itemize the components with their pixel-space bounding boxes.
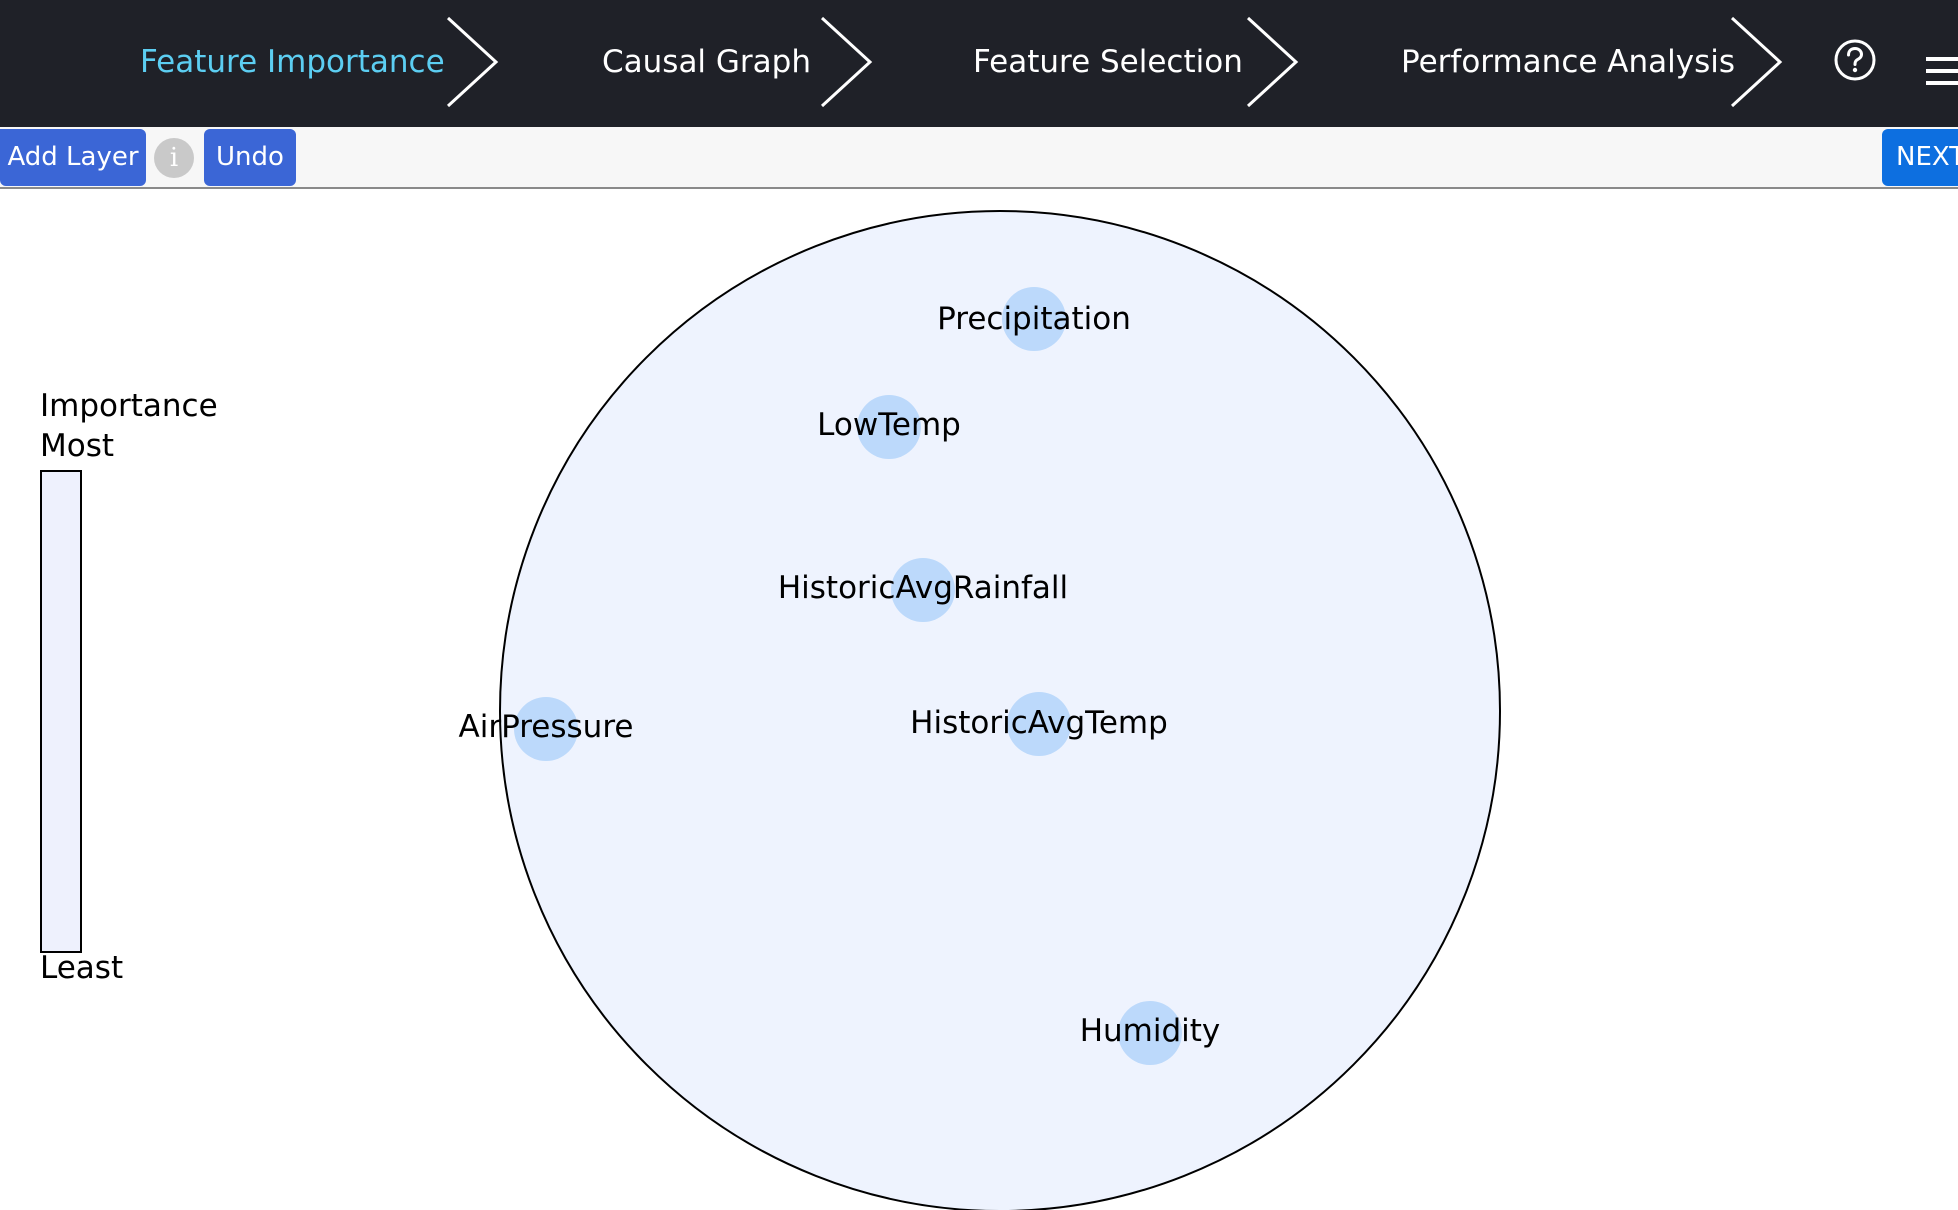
toolbar: Add Layer i Undo NEXT — [0, 127, 1958, 189]
node-label: HistoricAvgTemp — [910, 705, 1168, 741]
node-label: LowTemp — [817, 407, 961, 443]
feature-importance-canvas: Precipitation LowTemp HistoricAvgRainfal… — [459, 210, 1501, 1210]
node-label: Precipitation — [937, 301, 1131, 337]
step-feature-selection[interactable]: Feature Selection — [973, 44, 1243, 80]
node-marker[interactable] — [857, 395, 921, 459]
top-navigation-bar: Feature Importance Causal Graph Feature … — [0, 0, 1958, 127]
next-button[interactable]: NEXT — [1882, 129, 1958, 186]
chevron-right-icon — [1246, 16, 1299, 108]
undo-button[interactable]: Undo — [204, 129, 296, 186]
step-causal-graph[interactable]: Causal Graph — [602, 44, 811, 80]
step-feature-importance[interactable]: Feature Importance — [140, 44, 445, 80]
importance-circle — [499, 210, 1501, 1210]
feature-node[interactable]: HistoricAvgRainfall — [778, 558, 1068, 622]
node-label: AirPressure — [459, 709, 634, 745]
node-marker[interactable] — [891, 558, 955, 622]
feature-node[interactable]: AirPressure — [459, 697, 634, 761]
legend-most-label: Most — [40, 428, 115, 464]
node-marker[interactable] — [1002, 287, 1066, 351]
node-marker[interactable] — [514, 697, 578, 761]
hamburger-menu-icon[interactable] — [1926, 54, 1958, 88]
chevron-right-icon — [446, 16, 499, 108]
legend-least-label: Least — [40, 950, 124, 986]
node-label: HistoricAvgRainfall — [778, 570, 1068, 606]
feature-node[interactable]: HistoricAvgTemp — [910, 692, 1168, 756]
feature-node[interactable]: Precipitation — [937, 287, 1131, 351]
chevron-right-icon — [820, 16, 873, 108]
feature-node[interactable]: LowTemp — [817, 395, 961, 459]
step-performance-analysis[interactable]: Performance Analysis — [1401, 44, 1736, 80]
question-circle-icon[interactable] — [1833, 38, 1877, 82]
node-marker[interactable] — [1118, 1001, 1182, 1065]
node-label: Humidity — [1080, 1013, 1221, 1049]
chevron-right-icon — [1730, 16, 1783, 108]
feature-node[interactable]: Humidity — [1080, 1001, 1221, 1065]
importance-scale-bar — [40, 470, 82, 953]
info-icon[interactable]: i — [154, 138, 194, 178]
add-layer-button[interactable]: Add Layer — [0, 129, 146, 186]
node-marker[interactable] — [1007, 692, 1071, 756]
legend-title: Importance — [40, 388, 218, 424]
